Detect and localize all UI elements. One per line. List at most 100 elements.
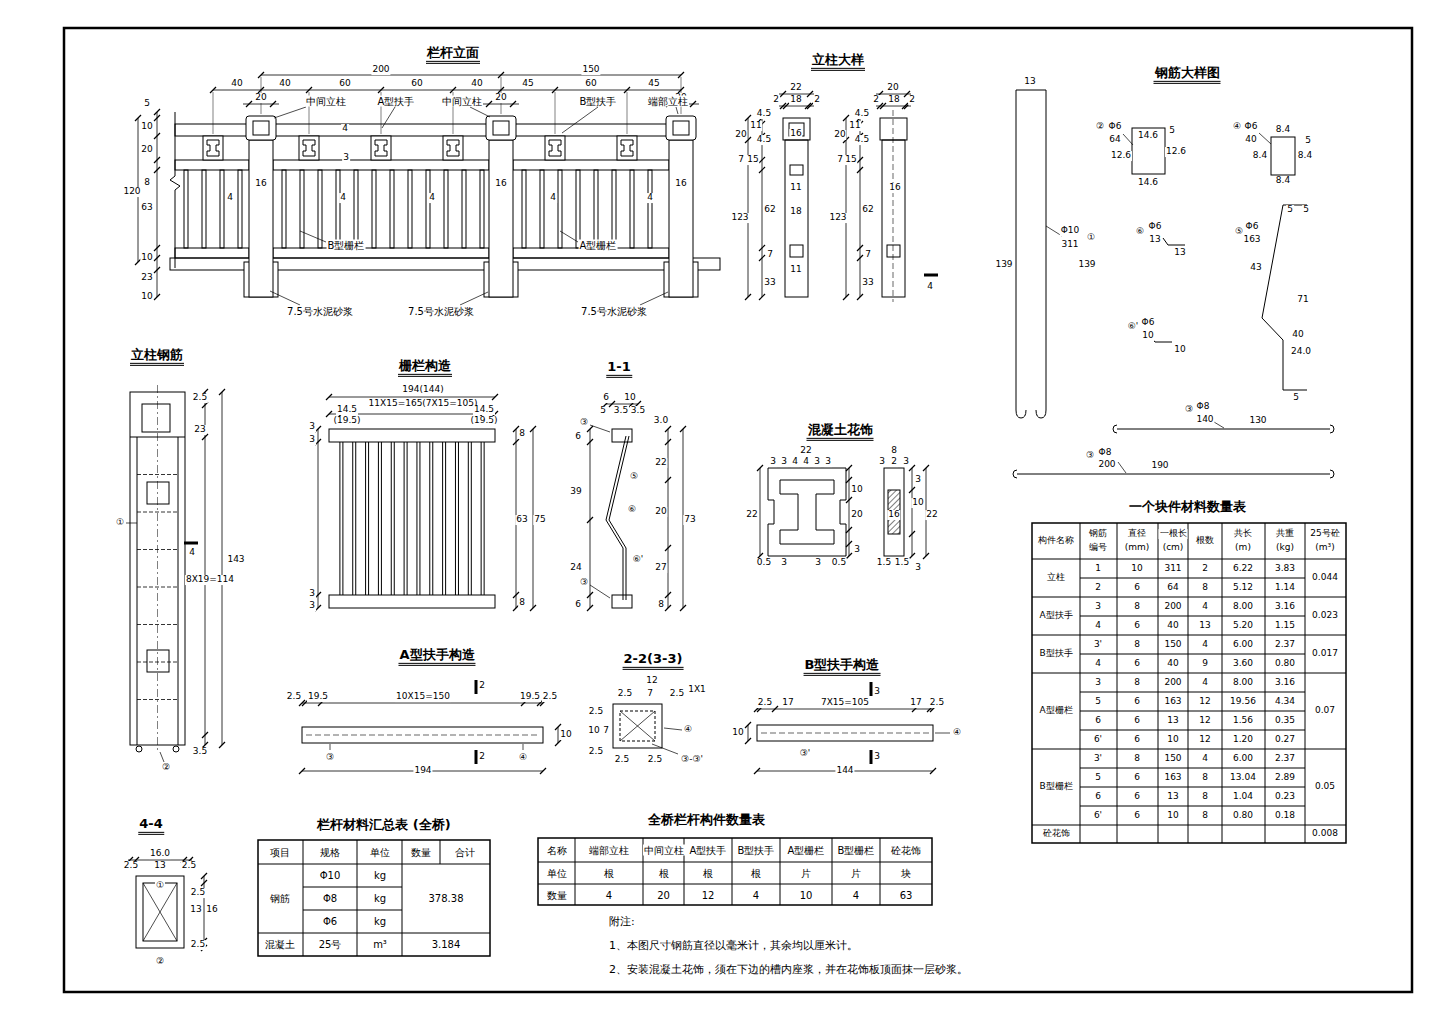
elevation-drawing xyxy=(213,90,681,91)
dimension-text: 16 xyxy=(789,129,802,139)
dimension-text: 7 xyxy=(766,250,774,260)
dimension-text: 311 xyxy=(1060,240,1079,250)
section-1-1 xyxy=(587,605,593,611)
elevation-drawing xyxy=(540,170,544,248)
dimension-text: 4 xyxy=(802,457,810,467)
table-cell: kg xyxy=(373,893,387,904)
dimension-text: 2 xyxy=(478,681,486,691)
post-detail xyxy=(759,157,765,163)
post-detail xyxy=(882,140,905,297)
table-cell: (kg) xyxy=(1275,543,1295,553)
dimension-text: ④ xyxy=(518,753,528,763)
table-grid xyxy=(303,910,402,911)
rebar-detail xyxy=(1163,238,1185,245)
fence-panel xyxy=(315,592,321,598)
post-detail xyxy=(790,165,803,175)
table-cell: 4 xyxy=(852,889,860,900)
dimension-text: 120 xyxy=(122,187,141,197)
fence-panel xyxy=(530,426,536,432)
post-detail xyxy=(880,118,907,140)
ornament-detail xyxy=(846,497,852,503)
handrail-a xyxy=(555,740,561,746)
table-grid xyxy=(402,840,403,956)
dimension-text: 22 xyxy=(789,83,802,93)
table-cell: 8 xyxy=(1201,773,1209,783)
dimension-text: 2 xyxy=(908,95,916,105)
post-detail xyxy=(893,110,894,302)
table-cell: 1.14 xyxy=(1274,583,1296,593)
elevation-drawing xyxy=(274,107,306,118)
table-cell: 6.22 xyxy=(1232,564,1254,574)
fence-panel xyxy=(429,442,430,595)
rebar-detail xyxy=(1013,470,1334,478)
dimension-text: 5 xyxy=(1302,205,1310,215)
dimension-text: ③ xyxy=(579,578,589,588)
dimension-text: 33 xyxy=(763,278,776,288)
elevation-drawing xyxy=(273,248,489,258)
table-cell: A型扶手 xyxy=(1038,611,1073,621)
dimension-text: 8.4 xyxy=(1252,151,1268,161)
table-grid xyxy=(258,864,490,865)
table-grid xyxy=(303,887,402,888)
dimension-text: 1X1 xyxy=(687,685,707,695)
table-cell: 6' xyxy=(1093,811,1103,821)
dimension-text: 12 xyxy=(645,676,658,686)
fence-panel xyxy=(445,442,446,595)
elevation-drawing xyxy=(246,101,252,107)
dimension-text: 194 xyxy=(413,766,432,776)
elevation-drawing xyxy=(170,112,180,268)
section-1-1 xyxy=(606,404,638,405)
dimension-text: 14.6 xyxy=(1137,178,1159,188)
post-rebar xyxy=(147,482,169,504)
table-grid xyxy=(1222,523,1223,843)
table-cell: (m) xyxy=(1234,543,1252,553)
dimension-text: 7 xyxy=(836,155,844,165)
elevation-drawing xyxy=(300,170,304,248)
dimension-text: 3 xyxy=(308,601,316,611)
dimension-text: 27 xyxy=(654,563,667,573)
dimension-text: 200 xyxy=(371,65,390,75)
table-cell: 150 xyxy=(1163,754,1182,764)
dimension-text: 3 xyxy=(780,558,788,568)
dimension-text: ① xyxy=(115,518,125,528)
table-cell: 12 xyxy=(701,889,716,900)
fence-panel xyxy=(481,442,482,595)
dimension-text: 3 xyxy=(824,457,832,467)
elevation-drawing xyxy=(513,124,669,136)
table-grid xyxy=(1080,578,1305,579)
table-cell: 25号砼 xyxy=(1309,529,1340,539)
dimension-text: 22 xyxy=(745,510,758,520)
section-1-1 xyxy=(590,585,610,598)
callout-label: B型栅栏 xyxy=(327,240,366,251)
table-grid xyxy=(1080,787,1305,788)
elevation-drawing xyxy=(621,140,633,156)
table-cell: 块 xyxy=(900,868,912,879)
table-cell: 2 xyxy=(1201,564,1209,574)
dimension-text: 2.5 xyxy=(617,689,633,699)
table-cell: 4 xyxy=(1094,621,1102,631)
table-cell: 3' xyxy=(1093,640,1103,650)
elevation-drawing xyxy=(375,140,387,156)
dimension-text: 3 xyxy=(853,545,861,555)
dimension-text: 0.5 xyxy=(756,558,772,568)
dimension-text: 4 xyxy=(646,193,654,203)
dimension-text: 2.5 xyxy=(190,888,206,898)
table-cell: 数量 xyxy=(546,889,568,900)
elevation-drawing xyxy=(273,124,489,136)
table-cell: 3 xyxy=(1094,678,1102,688)
post-detail xyxy=(759,167,765,173)
sheet-frame xyxy=(64,28,1412,992)
fence-panel xyxy=(368,442,369,595)
table-cell: 2.37 xyxy=(1274,754,1296,764)
dimension-text: 12.6 xyxy=(1110,151,1132,161)
dimension-text: 18 xyxy=(887,95,900,105)
dimension-text: 8 xyxy=(518,429,526,439)
table-cell: kg xyxy=(373,870,387,881)
table-cell: 2.89 xyxy=(1274,773,1296,783)
table-cell: 6 xyxy=(1094,716,1102,726)
fence-panel xyxy=(468,442,469,595)
dimension-text: 5 xyxy=(1292,393,1300,403)
elevation-drawing xyxy=(270,291,300,305)
dimension-text: 4 xyxy=(188,548,196,558)
fence-panel xyxy=(513,439,519,445)
